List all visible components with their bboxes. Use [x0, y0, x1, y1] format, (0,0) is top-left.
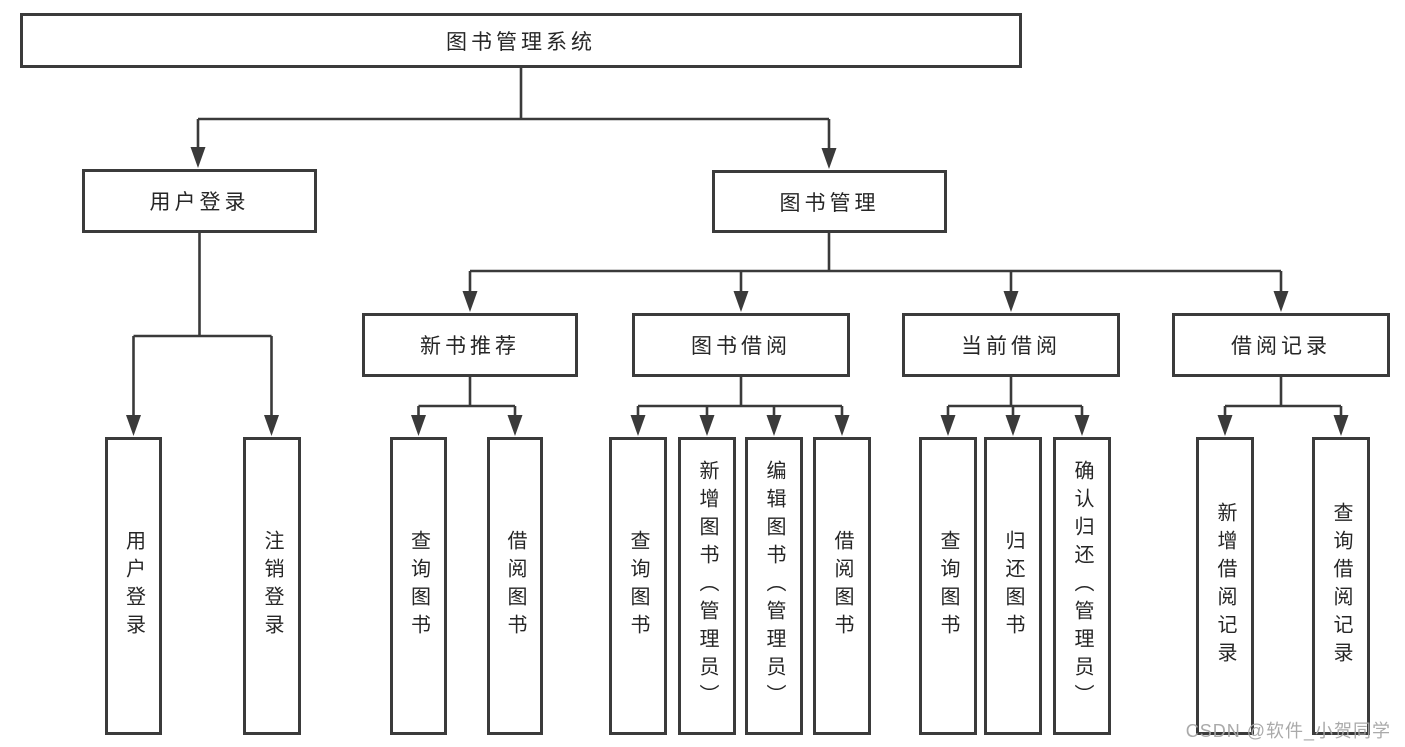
node-label: 新书推荐 — [420, 335, 520, 358]
leaf-return-books: 归还图书 — [984, 437, 1042, 735]
connector-new-book-rec-to-children — [411, 377, 523, 436]
node-label: 图书管理系统 — [446, 30, 596, 54]
leaf-user-login: 用户登录 — [105, 437, 162, 735]
leaf-query-books-current: 查询图书 — [919, 437, 977, 735]
connector-borrow-record-to-children — [1217, 377, 1349, 436]
node-label: 借阅记录 — [1231, 335, 1331, 358]
node-label: 当前借阅 — [961, 335, 1061, 358]
leaf-query-books-recommend: 查询图书 — [390, 437, 447, 735]
node-label: 查询图书 — [937, 530, 959, 642]
leaf-logout: 注销登录 — [243, 437, 301, 735]
leaf-confirm-return-admin: 确认归还（管理员） — [1053, 437, 1111, 735]
connector-book-borrow-to-children — [630, 377, 850, 436]
node-label: 确认归还（管理员） — [1071, 460, 1093, 712]
connector-root-to-level2 — [190, 68, 837, 169]
node-label: 用户登录 — [149, 191, 250, 214]
node-current-borrowing: 当前借阅 — [902, 313, 1120, 377]
node-user-login: 用户登录 — [82, 169, 317, 233]
node-label: 编辑图书（管理员） — [763, 460, 785, 712]
node-label: 借阅图书 — [831, 530, 853, 642]
leaf-borrow-books-recommend: 借阅图书 — [487, 437, 543, 735]
leaf-edit-book-admin: 编辑图书（管理员） — [745, 437, 803, 735]
node-label: 新增图书（管理员） — [696, 460, 718, 712]
node-library-management-system: 图书管理系统 — [20, 13, 1022, 68]
node-label: 归还图书 — [1002, 530, 1024, 642]
leaf-add-borrow-record: 新增借阅记录 — [1196, 437, 1254, 735]
node-borrowing-records: 借阅记录 — [1172, 313, 1390, 377]
node-label: 新增借阅记录 — [1214, 502, 1236, 670]
node-label: 查询借阅记录 — [1330, 502, 1352, 670]
node-label: 用户登录 — [122, 530, 145, 642]
csdn-watermark: CSDN @软件_小贺同学 — [1185, 721, 1391, 741]
node-label: 注销登录 — [261, 530, 283, 642]
leaf-add-book-admin: 新增图书（管理员） — [678, 437, 736, 735]
node-book-management: 图书管理 — [712, 170, 947, 233]
connector-user-login-to-children — [126, 233, 279, 436]
connector-current-borrow-to-children — [940, 377, 1090, 436]
leaf-query-books-borrow: 查询图书 — [609, 437, 667, 735]
node-label: 查询图书 — [407, 530, 430, 642]
node-new-book-recommendation: 新书推荐 — [362, 313, 578, 377]
node-label: 借阅图书 — [504, 530, 526, 642]
leaf-query-borrow-record: 查询借阅记录 — [1312, 437, 1370, 735]
node-label: 查询图书 — [627, 530, 649, 642]
node-label: 图书借阅 — [691, 335, 791, 358]
leaf-borrow-books: 借阅图书 — [813, 437, 871, 735]
node-label: 图书管理 — [779, 191, 880, 215]
node-book-borrowing: 图书借阅 — [632, 313, 850, 377]
connector-book-mgmt-to-level3 — [462, 233, 1289, 312]
